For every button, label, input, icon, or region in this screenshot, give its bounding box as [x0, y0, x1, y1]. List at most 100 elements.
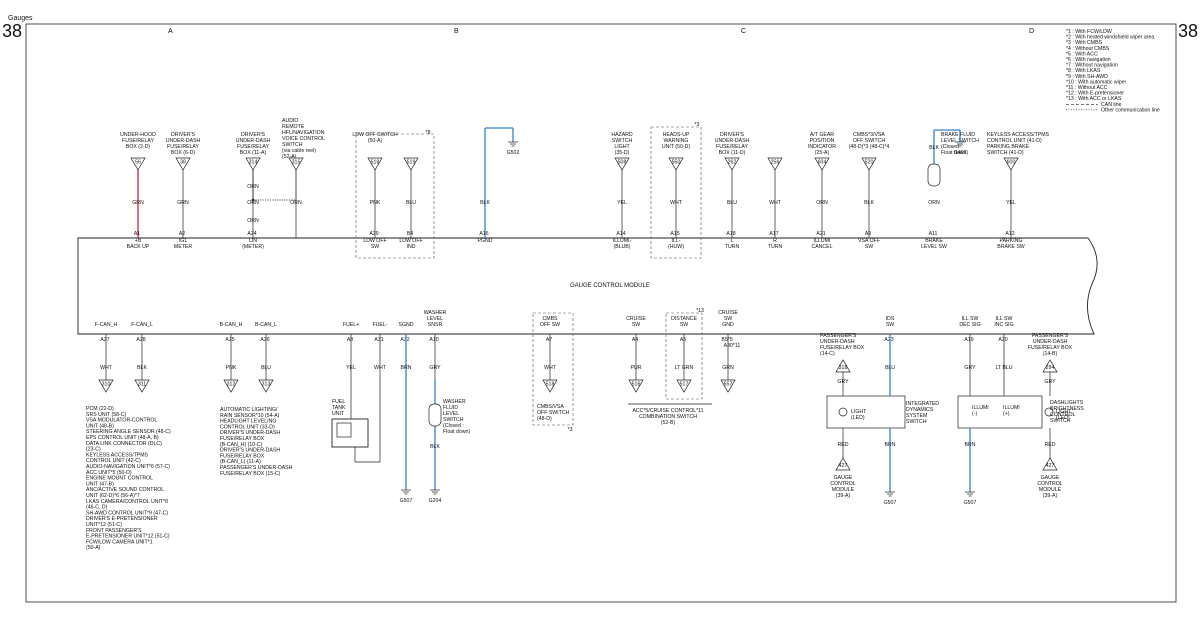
bottom-pin-14-signal: ILL SW [962, 316, 979, 322]
pass-fuse-right-connector-number: 294 [1046, 365, 1055, 371]
top-pin-12-component-label: (25-A) [815, 150, 830, 156]
ldw-note: *8 [426, 130, 431, 136]
top-pin-10-connector [724, 157, 740, 171]
bottom-pin-4-wire-color: BLU [261, 365, 271, 371]
top-pin-9-connector-number: 550 [672, 160, 681, 166]
b-can-connected-list: FUSE/RELAY BOX [220, 453, 265, 459]
f-can-connected-list: ACC UNIT*5 (50-D) [86, 470, 132, 476]
top-pin-6-signal: LDW OFF [399, 238, 422, 244]
bottom-pin-6-pin: A31 [374, 337, 383, 343]
top-pin-11-signal: R [773, 238, 777, 244]
bottom-pin-4-pin: A26 [260, 337, 269, 343]
top-pin-11-pin: A17 [769, 231, 778, 237]
top-pin-14-component-label: BRAKE FLUID [941, 132, 975, 138]
top-pin-1-wire-color: GRN [132, 200, 144, 206]
top-pin-9-signal: ILL- [672, 238, 681, 244]
top-pin-13-pin: A9 [865, 231, 871, 237]
top-pin-13-connector [861, 157, 877, 171]
legend-note: *2 : With heated windshield wiper area [1066, 35, 1154, 41]
ground-g507-sgnd-label: G507 [400, 498, 413, 504]
top-pin-4-component-label: VOICE CONTROL [282, 136, 325, 142]
zone-label-d: D [1029, 28, 1034, 35]
legend-note: *12 : With E-pretensioner [1066, 91, 1124, 97]
bottom-pin-12-wire-color: GRN [722, 365, 734, 371]
passenger-fuse-left-label: PASSENGER'S [820, 333, 857, 339]
top-pin-10-component-label: FUSE/RELAY [716, 144, 748, 150]
top-pin-8-wire-color: YEL [617, 200, 627, 206]
ids-gauge-connector [835, 457, 851, 471]
top-pin-2-connector-number: 38 [180, 160, 186, 166]
legend-note: *8 : With LKAS [1066, 68, 1101, 74]
top-pin-12-component-label: POSITION [810, 138, 835, 144]
washer-switch-label: SWITCH [443, 417, 464, 423]
f-can-connected-list: FRONT PASSENGER'S [86, 528, 142, 534]
top-pin-15-connector [1003, 157, 1019, 171]
legend-note: *10 : With automatic wiper [1066, 79, 1127, 85]
top-pin-4-component-label: REMOTE [282, 124, 305, 130]
bottom-pin-10-signal: SW [632, 322, 640, 328]
top-pin-1-connector-number: 56 [135, 160, 141, 166]
top-pin-4-component-label: AUDIO [282, 118, 298, 124]
ids-red-color: RED [838, 442, 849, 448]
top-pin-4-component-label: (via cable reel) [282, 148, 316, 154]
top-pin-4-component-label: SWITCH [282, 142, 303, 148]
top-pin-13-signal: SW [865, 244, 873, 250]
bottom-pin-11-signal: SW [680, 322, 688, 328]
bottom-pin-11-signal: DISTANCE [671, 316, 697, 322]
top-pin-3-wire-color: ORN [247, 200, 259, 206]
top-pin-3-component-label: UNDER-DASH [236, 138, 271, 144]
legend-note: *7 : Without navigation [1066, 63, 1118, 69]
bottom-pin-2-pin: A28 [136, 337, 145, 343]
bottom-pin-5-signal: FUEL+ [343, 322, 359, 328]
passenger-fuse-right-label: FUSE/RELAY BOX [1028, 345, 1073, 351]
top-pin-11-signal: TURN [768, 244, 783, 250]
bottom-pin-10-pin: A4 [632, 337, 638, 343]
illumi-minus-label: ILLUMI [972, 405, 989, 411]
washer-switch-label: (Closed : [443, 423, 464, 429]
bottom-pin-9-pin: A7 [546, 337, 552, 343]
f-can-connected-list: VSA MODULATOR-CONTROL [86, 418, 157, 424]
top-pin-2-component-label: BOX (6-D) [171, 150, 195, 156]
bottom-pin-14-wire-color: GRY [964, 365, 976, 371]
top-pin-9-component-label: UNIT (50-D) [662, 144, 690, 150]
top-pin-13-component-label: OFF SWITCH [853, 138, 886, 144]
bottom-pin-1-pin: A27 [100, 337, 109, 343]
top-pin-11-connector-number: 256 [771, 160, 780, 166]
f-can-connected-list: UNIT (48-B) [86, 423, 114, 429]
top-pin-12-pin: A21 [816, 231, 825, 237]
top-pin-1-signal: +B [135, 238, 142, 244]
gauge-module-left-label: GAUGE [834, 475, 853, 481]
ground-g402-label: G402 [954, 150, 967, 156]
top-pin-13-component-label: CMBS*3/VSA [853, 132, 885, 138]
bottom-pin-8-wire-color: GRY [429, 365, 441, 371]
top-pin-3-connector [245, 157, 261, 171]
b-can-connected-list: (B-CAN_H) (10-C) [220, 442, 263, 448]
top-pin-12-component-label: INDICATOR [808, 144, 836, 150]
top-pin-10-component-label: BOX (11-D) [719, 150, 746, 156]
fuel-tank-unit-label: UNIT [332, 411, 345, 417]
ground-g507-dash-label: G507 [964, 500, 977, 506]
ids-light-led-label: (LED) [851, 415, 865, 421]
ground-g507-ids-label: G507 [884, 500, 897, 506]
illumi-minus-label: (-) [972, 411, 977, 417]
dash-switch-label: CONTROL [1050, 412, 1075, 418]
washer-wire-lower-color: BLK [430, 444, 440, 450]
bottom-pin-15-wire-color: LT BLU [995, 365, 1012, 371]
ids-switch-label: SWITCH [906, 419, 927, 425]
top-pin-4-component-label: HFL/NAVIGATION [282, 130, 325, 136]
f-can-connected-list: DATA LINK CONNECTOR (DLC) [86, 441, 162, 447]
bottom-pin-3-wire-color: PNK [226, 365, 237, 371]
top-pin-8-component-label: LIGHT [614, 144, 630, 150]
bottom-pin-9-signal: OFF SW [540, 322, 560, 328]
top-pin-14-component-label: (Closed : [941, 144, 962, 150]
top-pin-1-pin: A1 [134, 231, 140, 237]
bottom-pin-15-pin: A20 [998, 337, 1007, 343]
dash-light-led-symbol [1044, 407, 1054, 417]
bottom-pin-3-pin: A25 [225, 337, 234, 343]
passenger-fuse-right-label: (14-B) [1043, 351, 1058, 357]
b-can-connected-list: FUSE/RELAY BOX (15-C) [220, 471, 281, 477]
bottom-pin-7-pin: A32 [400, 337, 409, 343]
dash-light-led-label: LIGHT [1056, 409, 1072, 415]
ids-brn-color: BRN [885, 442, 896, 448]
top-pin-11-connector [767, 157, 783, 171]
